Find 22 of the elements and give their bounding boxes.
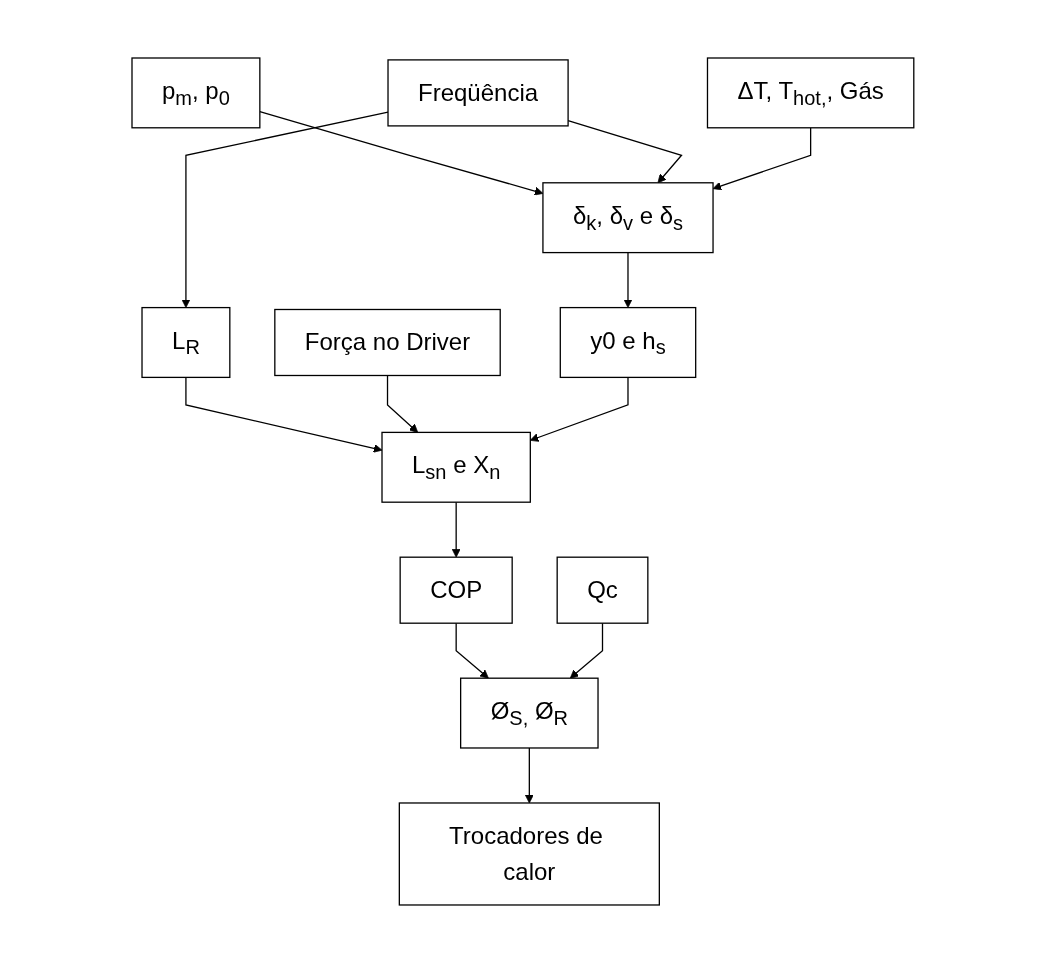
node-box: L$_{R}$ xyxy=(141,306,231,378)
arrow xyxy=(530,376,629,442)
node-box: Qc xyxy=(556,556,649,624)
arrow xyxy=(181,110,389,308)
node-box: δ$_{k}$, δ$_{v}$ e δ$_{s}$ xyxy=(542,181,714,253)
node-box: Força no Driver xyxy=(274,308,501,376)
arrow xyxy=(185,376,383,453)
node-box: Freqüência xyxy=(387,58,569,127)
node-box: y0 e h$_{s}$ xyxy=(559,306,697,378)
arrow xyxy=(451,501,461,558)
node-box: COP xyxy=(399,556,513,624)
arrow xyxy=(569,622,604,679)
node-box: Trocadores de calor xyxy=(398,801,661,906)
arrow xyxy=(386,374,419,433)
node-box: ΔT, T$_{hot,}$, Gás xyxy=(706,56,915,128)
arrow xyxy=(455,622,489,679)
arrow xyxy=(525,746,534,803)
node-box: L$_{sn}$ e X$_{n}$ xyxy=(381,431,532,503)
node-box: p$_{m}$, p$_{0}$ xyxy=(131,56,261,128)
node-box: Ø$_{S,}$ Ø$_{R}$ xyxy=(460,677,599,749)
arrow xyxy=(259,110,544,195)
arrow xyxy=(623,251,633,308)
